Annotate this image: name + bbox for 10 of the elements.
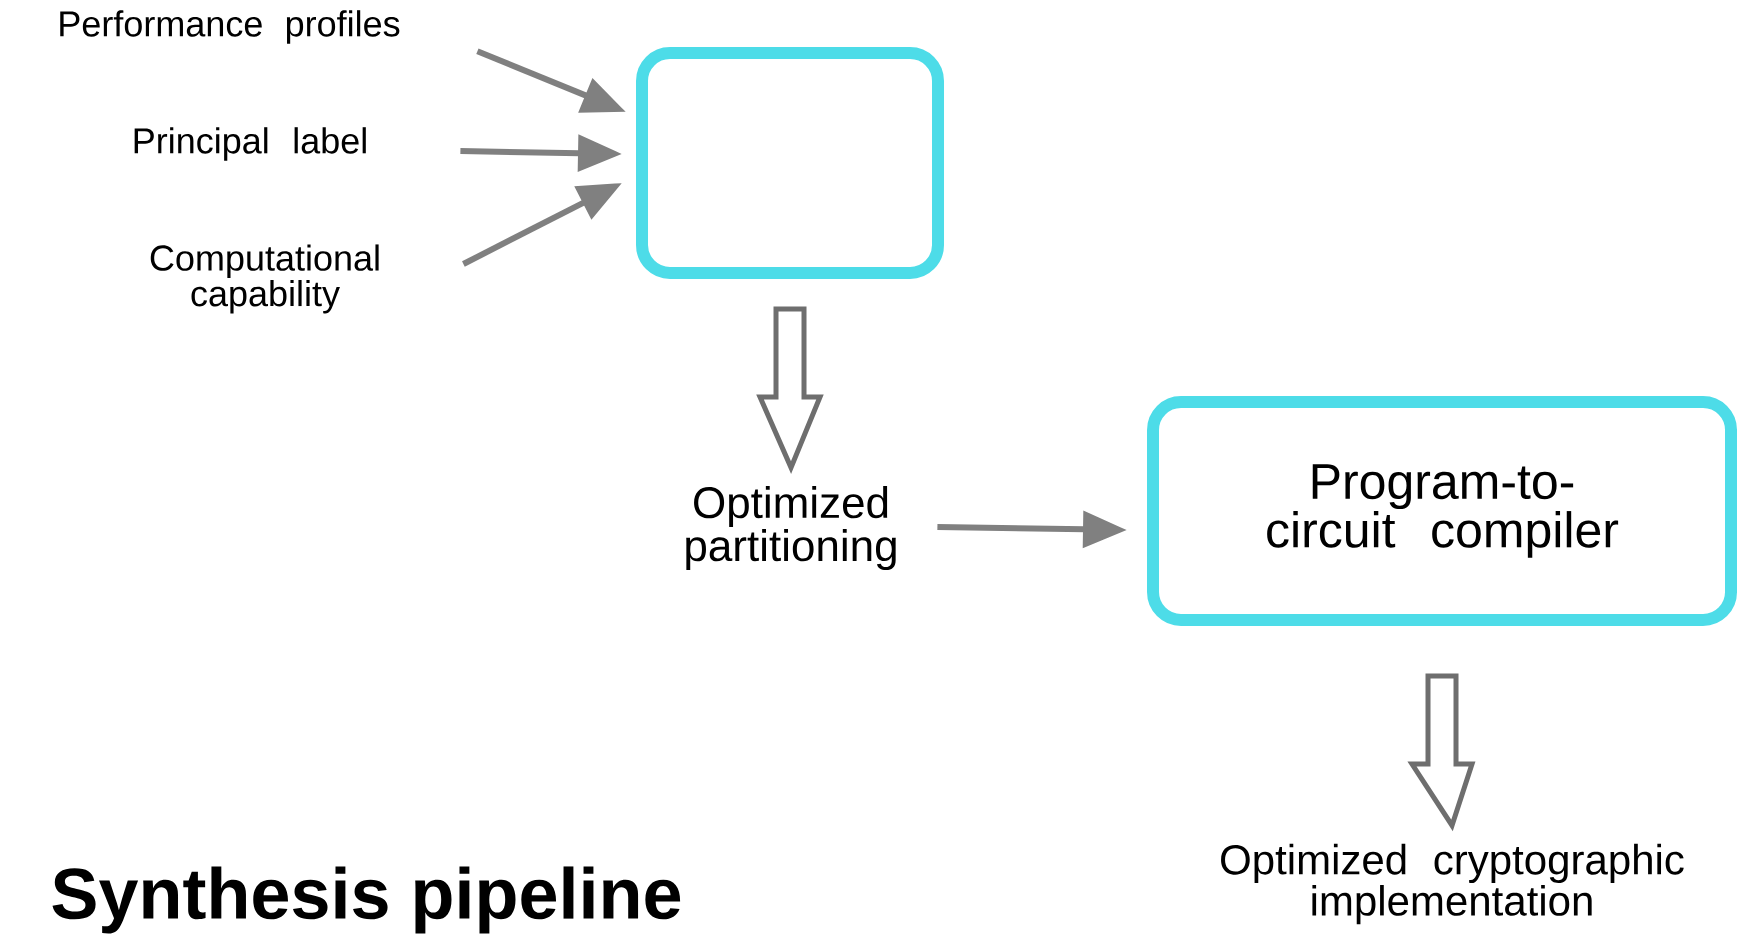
process-box	[636, 47, 944, 279]
label-text: Optimized partitioning	[686, 485, 896, 570]
label-text: Performance profiles	[60, 10, 400, 44]
label-text: Optimized cryptographic implementation	[1221, 843, 1684, 925]
hollow-arrow	[1407, 673, 1476, 832]
label-text: Principal label	[134, 127, 366, 161]
label-text: Computational capability	[150, 244, 379, 314]
hollow-arrow	[756, 306, 824, 474]
process-box: Program-to-circuit compiler	[1147, 396, 1737, 626]
title: Synthesis pipeline	[52, 866, 681, 934]
